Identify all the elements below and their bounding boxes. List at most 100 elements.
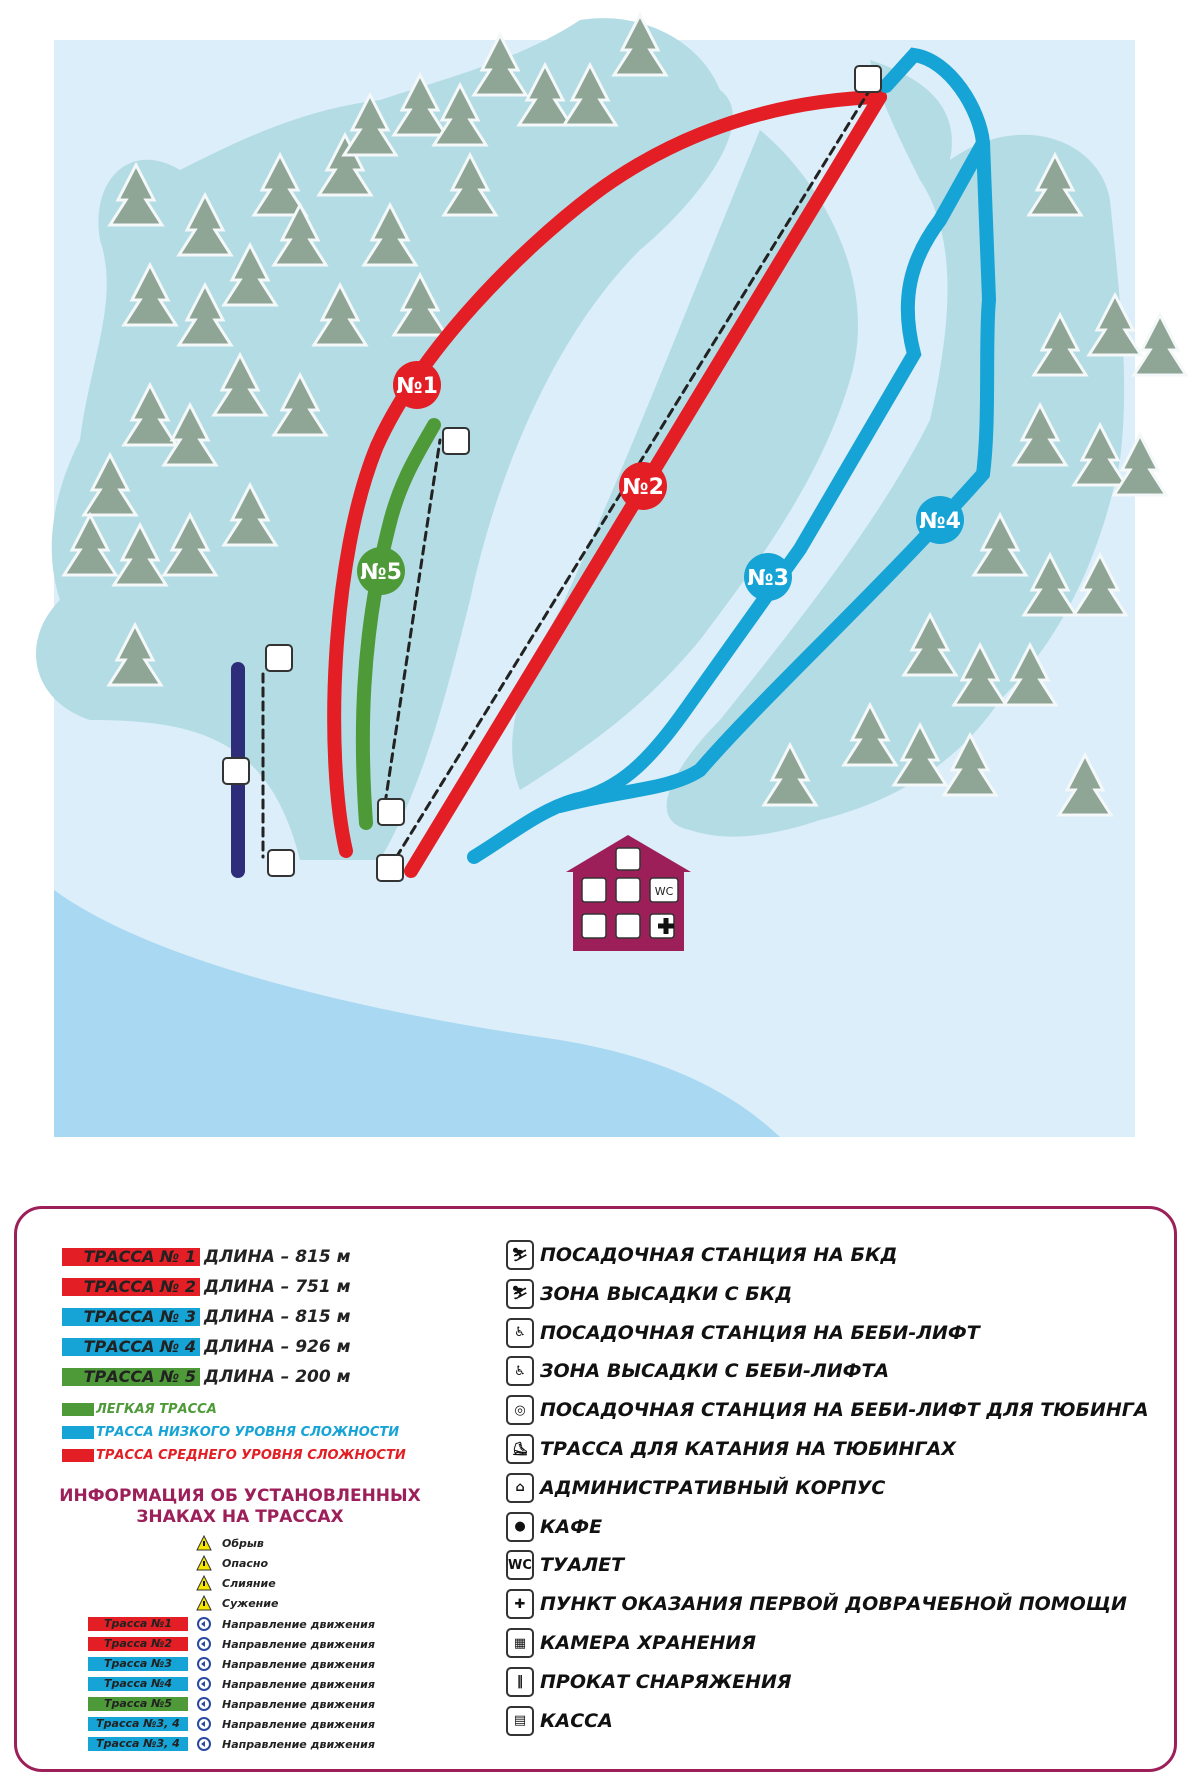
tree (311, 281, 369, 347)
tree (107, 161, 165, 227)
direction-trail-tag: Трасса №2 (88, 1637, 188, 1651)
tree (251, 151, 309, 217)
direction-arrow-icon (197, 1657, 211, 1671)
facility-label: ЗОНА ВЫСАДКИ С БЕБИ-ЛИФТА (540, 1360, 890, 1383)
facility-row: ●КАФЕ (506, 1511, 603, 1542)
warning-sign-row: Слияние (196, 1575, 276, 1591)
storage-icon (615, 913, 641, 939)
tree (391, 71, 449, 137)
wc-icon: WC (506, 1550, 534, 1581)
facility-label: КАФЕ (540, 1515, 603, 1538)
cashier-icon (581, 913, 607, 939)
warning-label: Сужение (222, 1596, 279, 1610)
direction-label: Направление движения (222, 1677, 375, 1691)
direction-label: Направление движения (222, 1657, 375, 1671)
tree (1131, 311, 1189, 377)
tree (1071, 421, 1129, 487)
tree (176, 281, 234, 347)
tree (761, 741, 819, 807)
difficulty-row: ТРАССА НИЗКОГО УРОВНЯ СЛОЖНОСТИ (62, 1425, 399, 1440)
tree (1071, 551, 1129, 617)
chairlift-dropoff-icon: ⛷ (506, 1278, 534, 1309)
tree (106, 621, 164, 687)
difficulty-swatch (62, 1426, 94, 1439)
trail-label-3: №3 (747, 566, 789, 591)
tree (1001, 641, 1059, 707)
trail-tag: ТРАССА № 2 (62, 1278, 200, 1296)
legend-panel (14, 1206, 1177, 1772)
trail-label-5: №5 (360, 560, 402, 585)
tree (161, 511, 219, 577)
difficulty-label: ЛЕГКАЯ ТРАССА (96, 1402, 217, 1417)
facility-label: КАССА (540, 1709, 613, 1732)
facility-row: ▦ КАМЕРА ХРАНЕНИЯ (506, 1628, 756, 1658)
tree (341, 91, 399, 157)
direction-arrow-icon (197, 1637, 211, 1651)
trail-4[interactable] (553, 136, 997, 813)
tree (901, 611, 959, 677)
direction-arrow-icon (197, 1717, 211, 1731)
difficulty-row: ТРАССА СРЕДНЕГО УРОВНЯ СЛОЖНОСТИ (62, 1448, 406, 1463)
admin-building-icon: ⌂ (506, 1472, 534, 1503)
facility-label: ПУНКТ ОКАЗАНИЯ ПЕРВОЙ ДОВРАЧЕБНОЙ ПОМОЩИ (540, 1593, 1127, 1616)
facility-row: ♿ПОСАДОЧНАЯ СТАНЦИЯ НА БЕБИ-ЛИФТ (506, 1317, 980, 1348)
tree (1086, 291, 1144, 357)
tree (1026, 151, 1084, 217)
tree (391, 271, 449, 337)
facility-row: ♿ ЗОНА ВЫСАДКИ С БЕБИ-ЛИФТА (506, 1356, 890, 1387)
direction-arrow-icon (197, 1617, 211, 1631)
difficulty-label: ТРАССА НИЗКОГО УРОВНЯ СЛОЖНОСТИ (96, 1425, 400, 1440)
babylift-line (381, 438, 442, 819)
tree (111, 521, 169, 587)
tree (471, 31, 529, 97)
facility-label: КАМЕРА ХРАНЕНИЯ (540, 1632, 756, 1654)
trail-tag: ТРАССА № 5 (62, 1368, 200, 1386)
cafe-icon (581, 877, 607, 903)
rental-icon (615, 877, 641, 903)
direction-trail-tag: Трасса №4 (88, 1677, 188, 1691)
tree (841, 701, 899, 767)
tree (561, 61, 619, 127)
trail-tag: ТРАССА № 1 (62, 1248, 200, 1266)
babylift-dropoff-icon: ♿ (506, 1356, 534, 1387)
trail-1[interactable] (327, 90, 887, 858)
trail-length: ДЛИНА – 815 м (204, 1247, 351, 1267)
tubing-trail-icon: ⛸ (506, 1434, 534, 1464)
tree (121, 261, 179, 327)
tree (271, 201, 329, 267)
storage-icon: ▦ (506, 1628, 534, 1658)
tree (211, 351, 269, 417)
cashier-icon: ▤ (506, 1705, 534, 1736)
tree (951, 641, 1009, 707)
difficulty-row: ЛЕГКАЯ ТРАССА (62, 1402, 217, 1417)
tree (1056, 751, 1114, 817)
trail-label-1: №1 (396, 374, 438, 399)
tree (121, 381, 179, 447)
facility-label: ПРОКАТ СНАРЯЖЕНИЯ (540, 1670, 792, 1693)
facility-label: ТУАЛЕТ (540, 1554, 625, 1577)
tree (221, 241, 279, 307)
signs-title: ИНФОРМАЦИЯ ОБ УСТАНОВЛЕННЫХ ЗНАКАХ НА ТР… (59, 1486, 421, 1527)
wc-text: WC (655, 885, 674, 898)
warning-triangle-icon (196, 1535, 212, 1551)
direction-trail-tag: Трасса №5 (88, 1697, 188, 1711)
facility-label: АДМИНИСТРАТИВНЫЙ КОРПУС (540, 1476, 886, 1499)
tree (1011, 401, 1069, 467)
direction-label: Направление движения (222, 1737, 375, 1751)
warning-triangle-icon (196, 1555, 212, 1571)
facility-row: ▤ КАССА (506, 1705, 613, 1736)
trail-length: ДЛИНА – 815 м (204, 1307, 351, 1327)
facility-label: ТРАССА ДЛЯ КАТАНИЯ НА ТЮБИНГАХ (540, 1438, 956, 1460)
base-lodge[interactable]: WC (566, 835, 691, 951)
facility-row: ⛷ЗОНА ВЫСАДКИ С БКД (506, 1278, 792, 1309)
tree (161, 401, 219, 467)
babylift-boarding-icon: ♿ (506, 1317, 534, 1348)
tree (361, 201, 419, 267)
